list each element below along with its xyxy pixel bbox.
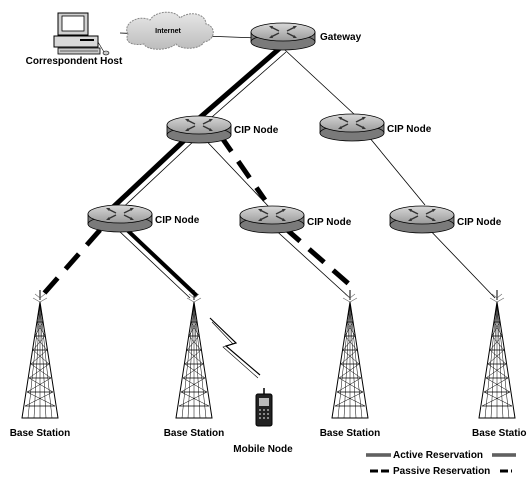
cip-router-5 bbox=[389, 205, 455, 234]
cip-router-4 bbox=[239, 205, 305, 234]
antenna-tower-icon-2 bbox=[175, 289, 213, 419]
active-reservation-path bbox=[108, 46, 287, 299]
legend-active-label: Active Reservation bbox=[393, 450, 483, 461]
antenna-tower-icon-3 bbox=[331, 289, 369, 419]
antenna-tower-icon-1 bbox=[21, 289, 59, 419]
cip-node-label-2: CIP Node bbox=[387, 124, 432, 135]
mobile-phone-icon bbox=[255, 388, 273, 427]
base-station-label-4: Base Station bbox=[472, 428, 527, 439]
legend: Active Reservation Passive Reservation bbox=[366, 450, 516, 477]
gateway-router bbox=[250, 22, 316, 51]
cip-node-label-1: CIP Node bbox=[234, 125, 279, 136]
cip-router-3 bbox=[87, 204, 153, 233]
cip-node-label-3: CIP Node bbox=[155, 215, 200, 226]
cip-router-2 bbox=[319, 113, 385, 142]
antenna-tower-icon-4 bbox=[478, 289, 516, 419]
passive-reservation-path bbox=[38, 133, 352, 300]
base-station-label-3: Base Station bbox=[320, 428, 381, 439]
computer-icon bbox=[53, 12, 110, 56]
wireless-link-icon bbox=[209, 317, 261, 379]
base-station-label-2: Base Station bbox=[164, 428, 225, 439]
cip-node-label-4: CIP Node bbox=[307, 217, 352, 228]
legend-passive-label: Passive Reservation bbox=[393, 466, 490, 477]
mobile-node-label: Mobile Node bbox=[233, 444, 293, 455]
correspondent-host-label: Correspondent Host bbox=[26, 56, 123, 67]
internet-cloud: Internet bbox=[126, 11, 214, 50]
cip-node-label-5: CIP Node bbox=[457, 217, 502, 228]
internet-label: Internet bbox=[155, 28, 181, 35]
base-station-label-1: Base Station bbox=[10, 428, 71, 439]
thin-links bbox=[119, 32, 496, 299]
gateway-label: Gateway bbox=[320, 32, 362, 43]
cip-router-1 bbox=[166, 115, 232, 144]
